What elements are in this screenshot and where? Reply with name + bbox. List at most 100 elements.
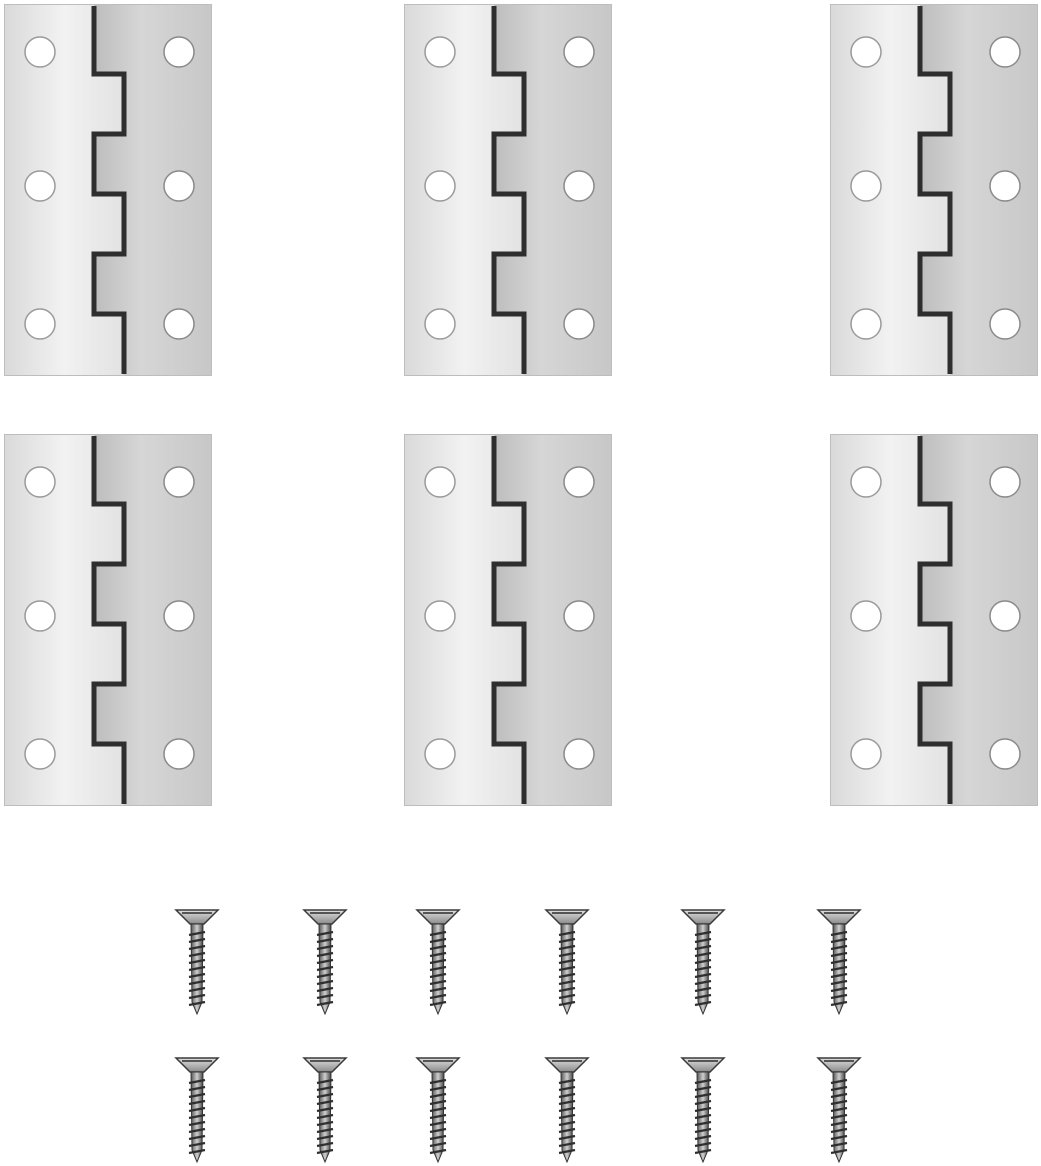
screw-thread: [429, 951, 447, 958]
screw-thread: [558, 930, 576, 937]
hinge-hole: [163, 738, 195, 770]
screw-thread: [316, 1085, 334, 1092]
hinge-hole: [563, 36, 595, 68]
screw-thread: [316, 1113, 334, 1120]
screw: [302, 1057, 348, 1164]
hinge-hole: [424, 466, 456, 498]
screw-thread: [429, 1134, 447, 1141]
hinge-hole: [850, 600, 882, 632]
screw-thread: [188, 930, 206, 937]
hinge-hole: [24, 308, 56, 340]
hinge-hole: [850, 170, 882, 202]
screw: [415, 909, 461, 1016]
screw-thread: [429, 986, 447, 993]
hinge: [830, 434, 1038, 806]
hinge-outline: [830, 434, 1038, 806]
screw-thread: [316, 1127, 334, 1134]
hinge-hole: [424, 600, 456, 632]
screw-thread: [830, 1113, 848, 1120]
screw-thread: [830, 1106, 848, 1113]
screw-thread: [188, 1085, 206, 1092]
hinge-outline: [404, 4, 612, 376]
hinge-leaf-right: [920, 4, 1038, 376]
screw-thread: [429, 993, 447, 1000]
screw-thread: [830, 951, 848, 958]
hinge-hole: [989, 170, 1021, 202]
screw-thread: [830, 944, 848, 951]
screw-thread: [558, 1134, 576, 1141]
hinge-hole: [24, 600, 56, 632]
screw-thread: [694, 1141, 712, 1148]
screw-thread: [429, 965, 447, 972]
screw-thread: [830, 1127, 848, 1134]
screw-thread: [188, 944, 206, 951]
screw-thread: [830, 986, 848, 993]
screw-thread: [316, 993, 334, 1000]
hinge-outline: [830, 4, 1038, 376]
screw: [816, 909, 862, 1016]
screw-thread: [694, 1127, 712, 1134]
screw-thread: [188, 1099, 206, 1106]
screw-thread: [558, 986, 576, 993]
screw-thread: [429, 972, 447, 979]
screw-thread: [188, 1127, 206, 1134]
hinge-knuckle: [491, 436, 527, 804]
screw-thread: [830, 1120, 848, 1127]
hinge: [404, 4, 612, 376]
hinge-outline: [4, 4, 212, 376]
screw-thread: [694, 1085, 712, 1092]
screw-thread: [830, 1148, 848, 1155]
screw-thread: [830, 1141, 848, 1148]
screw-thread: [558, 993, 576, 1000]
hinge-hole: [563, 308, 595, 340]
hinge-hole: [163, 600, 195, 632]
screw-thread: [188, 993, 206, 1000]
hinge-leaf-right: [920, 434, 1038, 806]
screw-thread: [188, 937, 206, 944]
screw-thread: [558, 1099, 576, 1106]
screw-group: [174, 909, 862, 1164]
hinge-hole: [163, 466, 195, 498]
screw-thread: [188, 958, 206, 965]
screw-thread: [558, 937, 576, 944]
screw-thread: [694, 958, 712, 965]
hinge-hole: [563, 466, 595, 498]
screw-thread: [830, 958, 848, 965]
screw-thread: [558, 1085, 576, 1092]
hinge-hole: [850, 466, 882, 498]
hinge: [4, 434, 212, 806]
screw-thread: [694, 979, 712, 986]
screw-thread: [694, 1106, 712, 1113]
hinge-knuckle: [91, 6, 127, 374]
screw-thread: [188, 951, 206, 958]
screw: [816, 1057, 862, 1164]
screw-thread: [316, 972, 334, 979]
screw: [680, 909, 726, 1016]
screw-thread: [830, 979, 848, 986]
screw-thread: [316, 1134, 334, 1141]
screw-thread: [188, 1092, 206, 1099]
screw-thread: [188, 965, 206, 972]
screw-thread: [188, 1106, 206, 1113]
hinge-hole: [424, 36, 456, 68]
hinge-hole: [989, 600, 1021, 632]
screw-thread: [830, 1085, 848, 1092]
screw-thread: [188, 1113, 206, 1120]
screw-thread: [694, 986, 712, 993]
screw-thread: [188, 1148, 206, 1155]
screw-thread: [694, 937, 712, 944]
screw-thread: [830, 972, 848, 979]
screw-thread: [558, 1106, 576, 1113]
screw-thread: [316, 1120, 334, 1127]
screw-thread: [429, 1113, 447, 1120]
hinge-knuckle: [491, 6, 527, 374]
hinge-hole: [850, 738, 882, 770]
screw-thread: [188, 1000, 206, 1007]
hinge-leaf-right: [494, 434, 612, 806]
screw-thread: [429, 1148, 447, 1155]
screw-thread: [316, 979, 334, 986]
screw-thread: [429, 1120, 447, 1127]
screw-thread: [558, 979, 576, 986]
screw-thread: [188, 986, 206, 993]
screw-thread: [188, 1141, 206, 1148]
